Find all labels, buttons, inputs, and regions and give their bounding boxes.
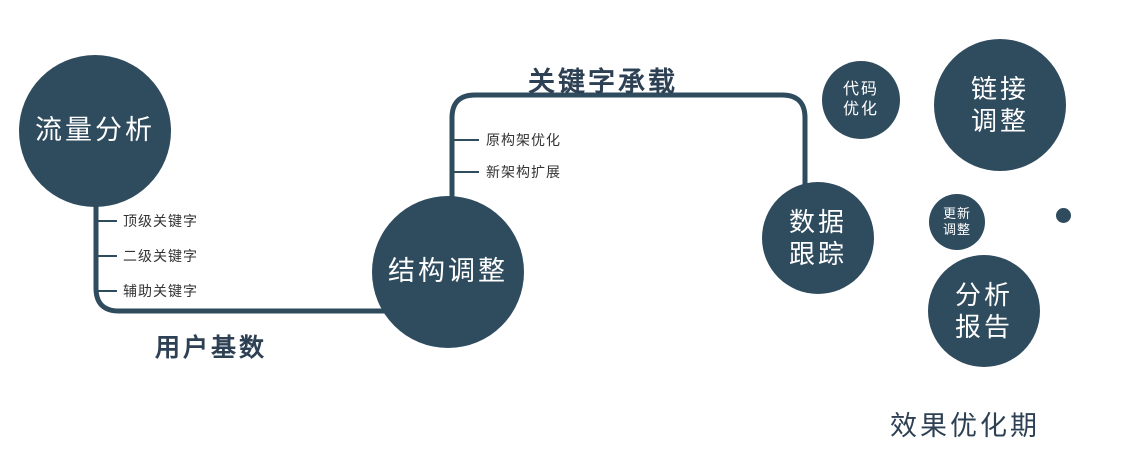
node-structure-adjustment: 结构调整 [372, 196, 524, 348]
branch-label-arch-optimize: 原构架优化 [486, 132, 561, 148]
node-analysis-report-line2: 报告 [954, 312, 1013, 342]
node-data-tracking-line2: 跟踪 [788, 239, 847, 269]
node-analysis-report: 分析 报告 [928, 255, 1040, 367]
edge-label-user-base: 用户基数 [155, 334, 268, 362]
node-code-optimization: 代码 优化 [822, 61, 900, 139]
branch-label-second-keyword: 二级关键字 [123, 248, 198, 264]
node-link-adjustment-line2: 调整 [970, 106, 1029, 136]
branch-label-arch-expand: 新架构扩展 [486, 164, 561, 180]
edge-structure-to-tracking [449, 92, 808, 212]
node-update-adjustment-line2: 调整 [942, 222, 971, 237]
node-data-tracking-line1: 数据 [788, 206, 847, 237]
footer-phase-label: 效果优化期 [890, 411, 1040, 441]
node-code-optimization-line2: 优化 [842, 101, 879, 118]
edge-traffic-to-structure [93, 195, 430, 314]
node-data-tracking: 数据 跟踪 [762, 182, 874, 294]
branch-label-top-keyword: 顶级关键字 [123, 213, 198, 229]
bullet-dot [1056, 208, 1071, 223]
node-analysis-report-line1: 分析 [954, 279, 1013, 310]
node-traffic-analysis-label: 流量分析 [35, 115, 155, 146]
node-structure-adjustment-label: 结构调整 [388, 256, 508, 287]
node-update-adjustment: 更新 调整 [929, 194, 985, 250]
node-traffic-analysis: 流量分析 [19, 55, 171, 207]
node-code-optimization-line1: 代码 [842, 81, 879, 98]
branch-label-aux-keyword: 辅助关键字 [123, 283, 198, 299]
node-update-adjustment-line1: 更新 [942, 205, 971, 221]
node-link-adjustment: 链接 调整 [934, 39, 1066, 171]
edge-label-keyword-carry: 关键字承载 [528, 67, 678, 97]
node-link-adjustment-line1: 链接 [970, 73, 1029, 104]
